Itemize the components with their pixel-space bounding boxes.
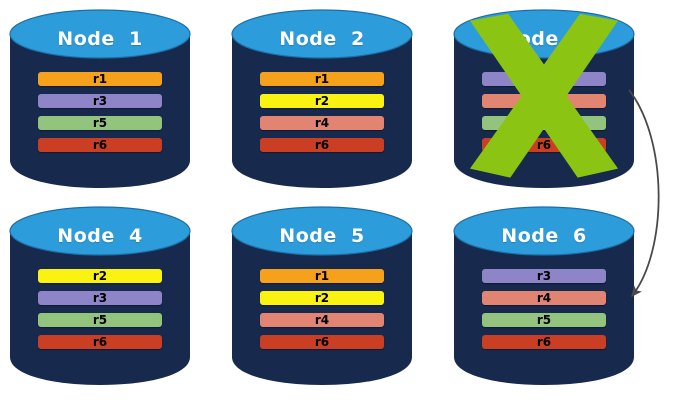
record-list: r3 r4 r5 r6 [482,269,606,357]
record-label: r2 [314,291,330,305]
record-row[interactable]: r4 [482,291,606,305]
record-label: r5 [92,116,108,130]
record-row[interactable]: r3 [38,291,162,305]
node-title: Node 1 [57,28,143,50]
record-row[interactable]: r2 [260,291,384,305]
record-label: r4 [536,291,552,305]
record-row[interactable]: r1 [38,72,162,86]
record-label: r4 [314,116,330,130]
record-row[interactable]: r4 [260,313,384,327]
record-label: r6 [92,335,108,349]
record-row[interactable]: r6 [482,335,606,349]
cylinder-top [9,206,191,256]
record-label: r3 [536,269,552,283]
node-1[interactable]: Node 1 r1 r3 r5 r6 [8,8,192,188]
cylinder-top [231,206,413,256]
record-label: r5 [536,313,552,327]
record-label: r6 [314,335,330,349]
record-label: r6 [536,138,552,152]
x-mark-icon [469,13,619,178]
record-list: r2 r3 r5 r6 [38,269,162,357]
node-3[interactable]: Node 3r3r4r5r6 [452,8,636,188]
record-row[interactable]: r4 [260,116,384,130]
record-row[interactable]: r1 [260,269,384,283]
node-6[interactable]: Node 6 r3 r4 r5 r6 [452,205,636,385]
record-label: r6 [536,335,552,349]
record-list: r1 r3 r5 r6 [38,72,162,160]
record-row[interactable]: r6 [38,335,162,349]
record-label: r1 [92,72,108,86]
record-row[interactable]: r2 [38,269,162,283]
record-list: r1 r2 r4 r6 [260,72,384,160]
record-label: r1 [314,72,330,86]
record-label: r3 [92,291,108,305]
record-row[interactable]: r3 [482,269,606,283]
record-label: r3 [92,94,108,108]
record-row[interactable]: r3 [38,94,162,108]
node-title: Node 4 [57,225,143,247]
record-row[interactable]: r1 [260,72,384,86]
record-row[interactable]: r5 [38,116,162,130]
record-label: r4 [314,313,330,327]
node-4[interactable]: Node 4 r2 r3 r5 r6 [8,205,192,385]
record-label: r2 [314,94,330,108]
record-label: r1 [314,269,330,283]
node-2[interactable]: Node 2 r1 r2 r4 r6 [230,8,414,188]
record-label: r5 [92,313,108,327]
record-label: r6 [92,138,108,152]
node-title: Node 5 [279,225,365,247]
record-row[interactable]: r6 [38,138,162,152]
node-title: Node 2 [279,28,365,50]
record-label: r2 [92,269,108,283]
cylinder-top [231,9,413,59]
record-row[interactable]: r6 [260,138,384,152]
record-row[interactable]: r5 [482,313,606,327]
record-row[interactable]: r5 [38,313,162,327]
record-label: r6 [314,138,330,152]
record-list: r1 r2 r4 r6 [260,269,384,357]
record-row[interactable]: r6 [260,335,384,349]
record-row[interactable]: r2 [260,94,384,108]
node-5[interactable]: Node 5 r1 r2 r4 r6 [230,205,414,385]
cylinder-top [9,9,191,59]
node-title: Node 6 [501,225,587,247]
